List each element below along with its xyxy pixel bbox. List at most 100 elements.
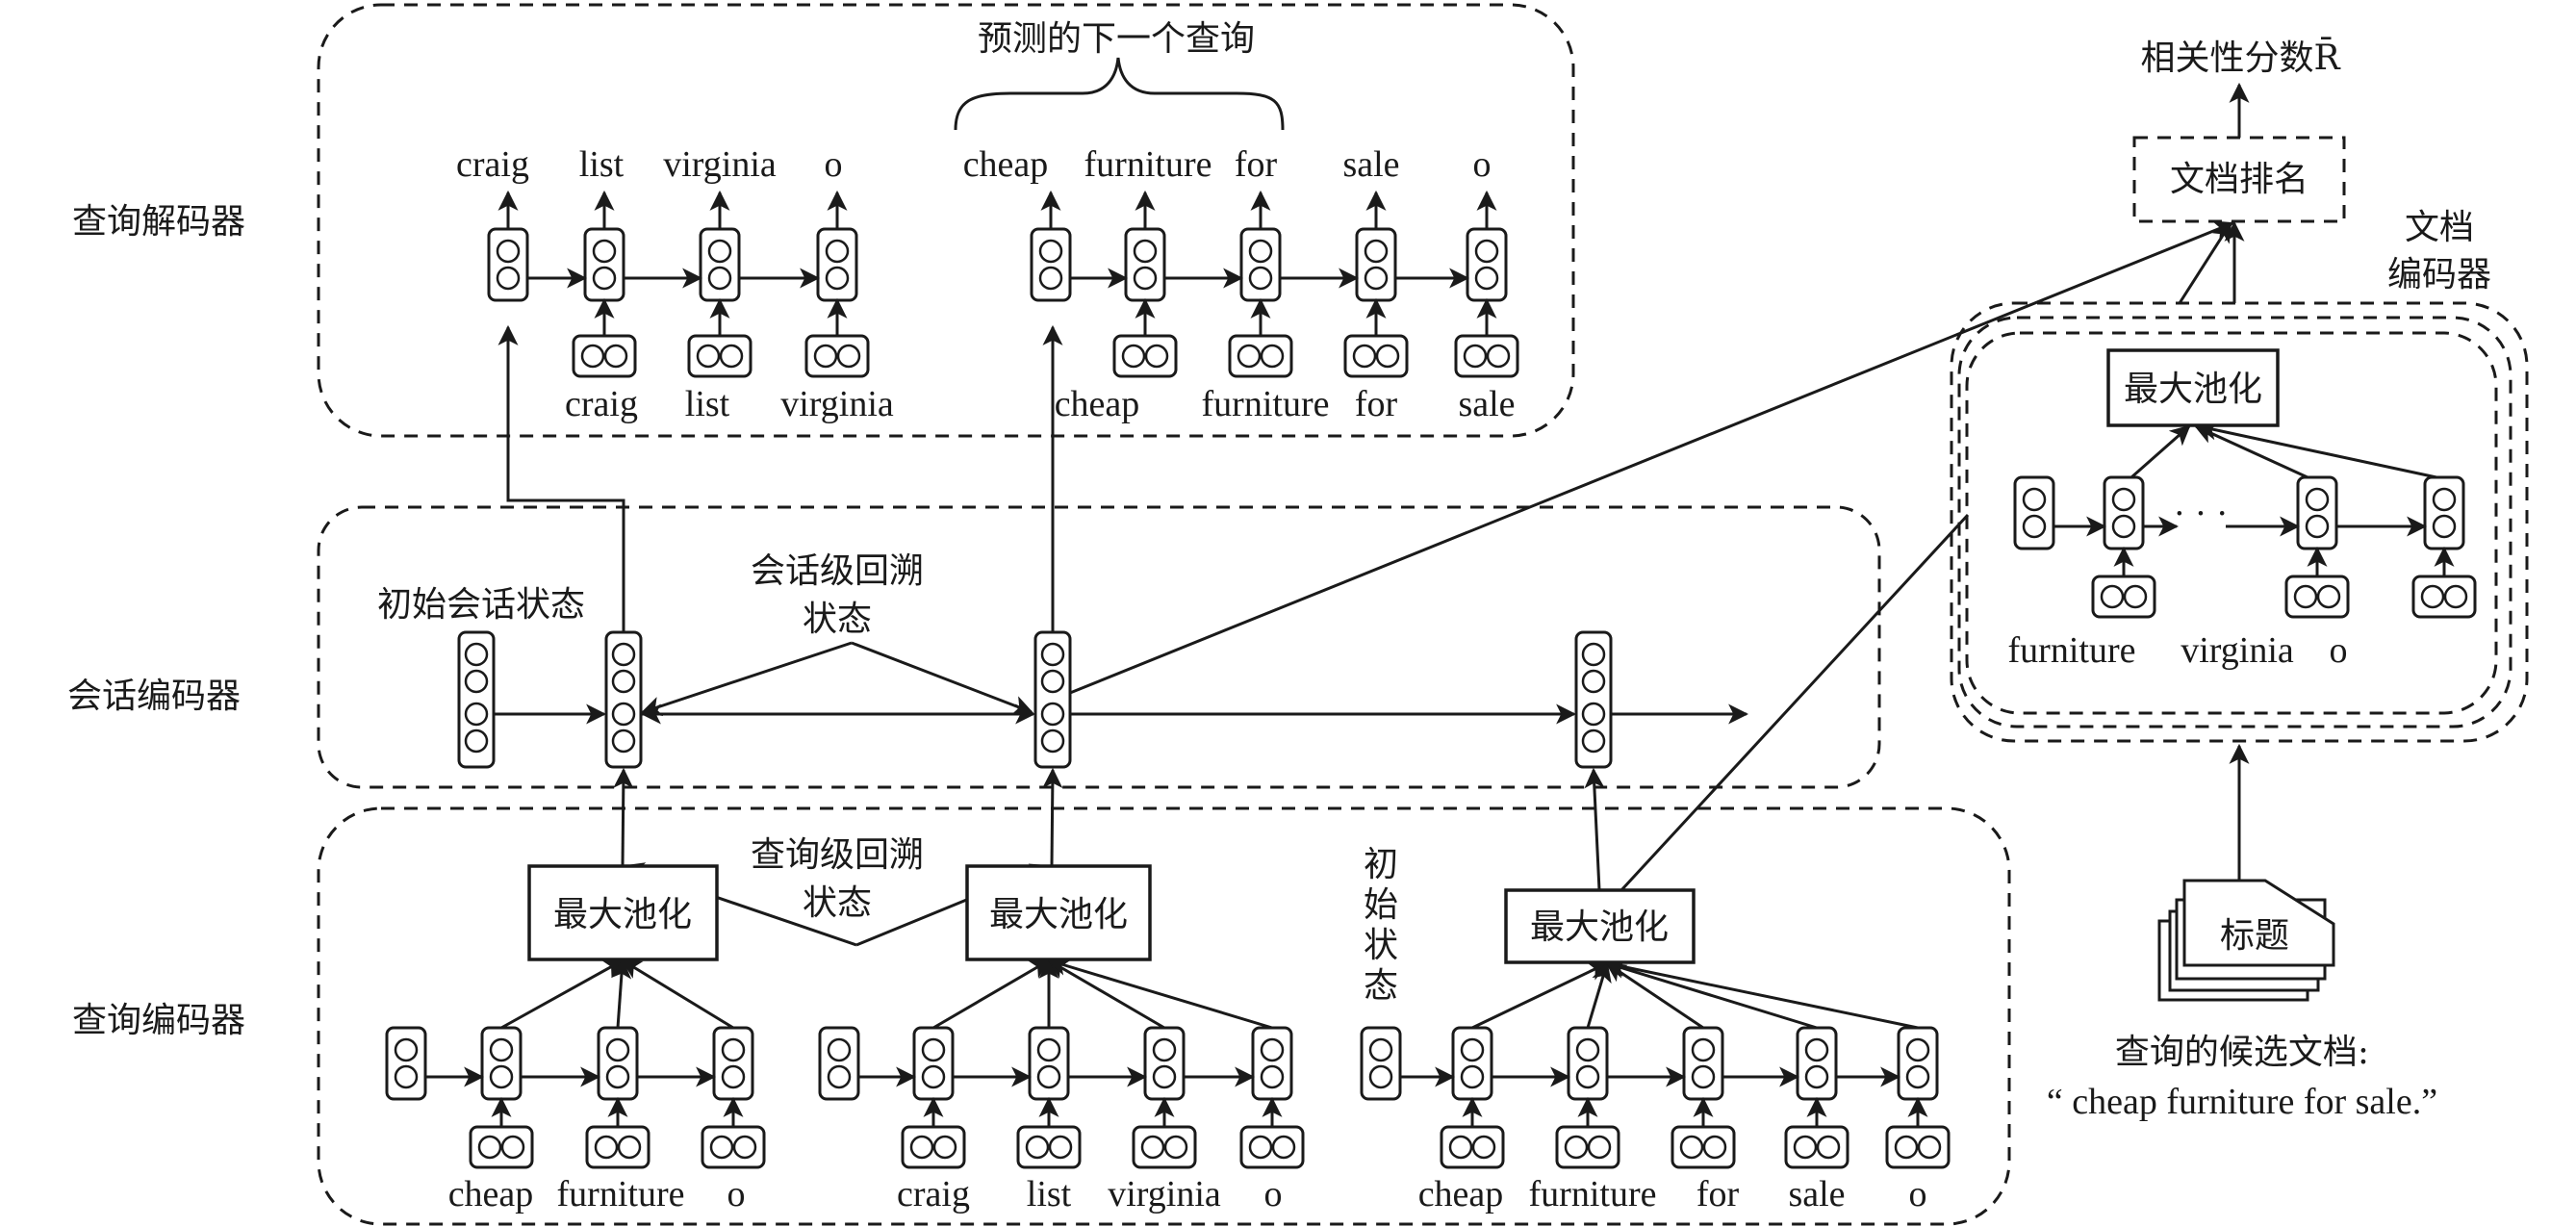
predicted-next-query-label: 预测的下一个查询 [978,19,1255,59]
maxpool-box-document [2106,348,2280,427]
session-to-decoder-arrow [497,324,625,632]
unit-circle [2420,584,2445,609]
unit-circle [1368,1037,1393,1062]
unit-circle [594,1135,619,1160]
decoder-input-word: craig [565,384,638,424]
unit-circle [1040,729,1065,754]
document-word: o [2330,630,2348,671]
unit-circle [2123,584,2148,609]
pool-to-session-arrow [1042,767,1063,867]
unit-circle [1271,1135,1296,1160]
unit-circle [611,669,636,694]
query-1-words: cheap furniture o [448,1174,746,1214]
decoder-input-word: virginia [780,384,894,424]
unit-circle [709,1135,734,1160]
unit-circle [1702,1135,1727,1160]
unit-circle [496,266,521,291]
decoder-output-word: craig [456,144,529,185]
unit-circle [580,344,605,369]
unit-circle [827,1037,852,1062]
unit-circle [1368,1064,1393,1089]
pool-arrow [2130,424,2191,479]
query-word: cheap [448,1174,534,1214]
pool-arrow [2196,420,2437,479]
unit-circle [2316,584,2341,609]
query-word: o [1264,1174,1283,1214]
unit-circle [464,669,489,694]
unit-circle [1564,1135,1589,1160]
unit-circle [2111,514,2136,539]
unit-circle [1917,1135,1942,1160]
decoder-input-word: list [685,384,730,424]
unit-circle [1575,1064,1600,1089]
pool-arrow [1046,956,1273,1030]
pool-arrow [1586,960,1612,1029]
unit-circle [1025,1135,1050,1160]
document-encoder-region-back [1950,301,2529,743]
unit-circle [1038,239,1063,264]
decoder-output-word: o [1473,144,1492,185]
decoder-input-word: for [1355,384,1398,424]
unit-circle [719,344,744,369]
unit-circle [1036,1064,1061,1089]
unit-circle [1804,1037,1829,1062]
unit-circle [1152,1037,1177,1062]
document-stack-icon [2157,879,2335,1002]
unit-circle [1260,344,1285,369]
query-lookback-label-2: 状态 [803,883,872,923]
unit-circle [1486,344,1511,369]
unit-circle [721,1037,746,1062]
maxpool-box-query-3 [1504,888,1696,964]
document-ranking-box [2132,136,2346,223]
query-word: for [1696,1174,1740,1214]
unit-circle [1587,1135,1612,1160]
unit-circle [1036,1037,1061,1062]
maxpool-box-query-1 [527,864,719,961]
unit-circle [721,1064,746,1089]
document-to-ranking-arrow [2178,221,2232,304]
predicted-query-brace [954,57,1285,131]
maxpool-label: 最大池化 [2124,370,2262,409]
unit-circle [605,1037,630,1062]
unit-circle [1474,266,1499,291]
unit-circle [1375,344,1400,369]
pool-arrow [1604,957,1919,1030]
unit-circle [1237,344,1262,369]
unit-circle [592,266,617,291]
query-word: craig [897,1174,970,1214]
query-word: o [727,1174,746,1214]
query-lookback-label-1: 查询级回溯 [751,835,924,875]
unit-circle [464,702,489,727]
unit-circle [464,642,489,667]
unit-circle [1804,1064,1829,1089]
pool-to-session-arrow [613,767,634,867]
query-word: cheap [1418,1174,1504,1214]
query-word: virginia [1108,1174,1221,1214]
unit-circle [1248,239,1273,264]
unit-circle [2111,487,2136,512]
decoder-output-word: virginia [663,144,777,185]
unit-circle [1463,344,1488,369]
query-encoder-region [317,806,2011,1226]
maxpool-box-query-2 [965,864,1152,961]
unit-circle [825,239,850,264]
query-3-words: cheap furniture for sale o [1418,1174,1927,1214]
unit-circle [1448,1135,1473,1160]
unit-circle [2022,514,2047,539]
pool-arrow [500,959,625,1030]
document-ellipsis: · · · [2174,494,2229,534]
unit-circle [1163,1135,1188,1160]
unit-circle [496,239,521,264]
maxpool-label: 最大池化 [989,895,1128,934]
unit-circle [1679,1135,1704,1160]
unit-circle [1460,1037,1485,1062]
unit-circle [611,729,636,754]
initial-state-char: 状 [1364,926,1398,965]
unit-circle [1816,1135,1841,1160]
decoder-output-word: o [825,144,843,185]
query-word: list [1027,1174,1072,1214]
initial-state-char: 初 [1364,845,1398,884]
unit-circle [813,344,838,369]
unit-circle [825,266,850,291]
